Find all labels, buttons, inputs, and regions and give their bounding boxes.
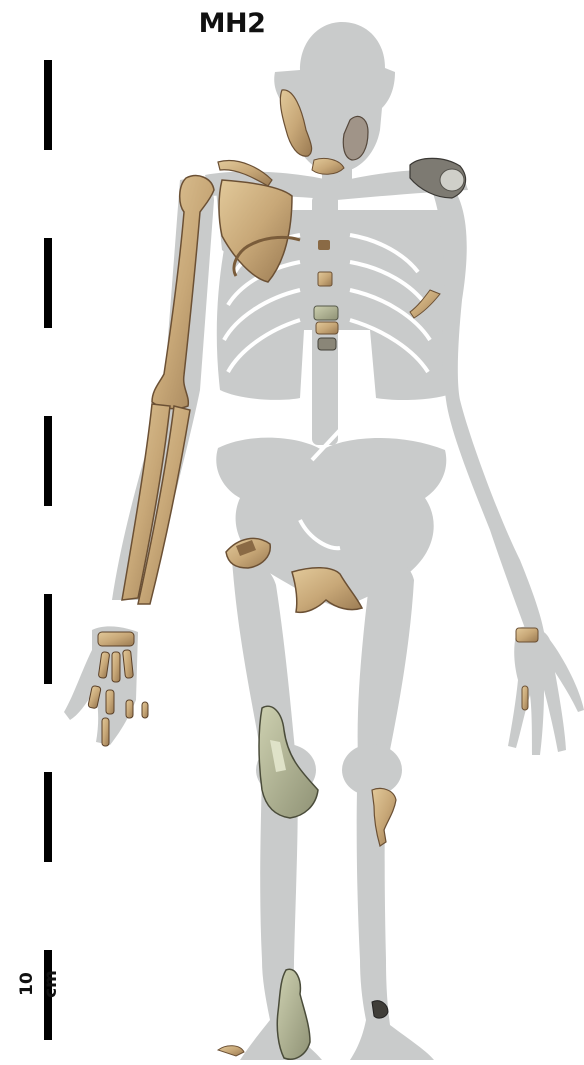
right-hand-silhouette bbox=[508, 627, 584, 756]
scale-bar bbox=[44, 60, 52, 1040]
right-arm-silhouette bbox=[430, 178, 544, 636]
scale-bar-segment bbox=[44, 416, 52, 506]
left-foot-bone bbox=[277, 969, 310, 1059]
scale-bar-label: 10 cm bbox=[15, 959, 39, 1009]
scale-bar-segment bbox=[44, 594, 52, 684]
vertebra-bone bbox=[318, 240, 330, 250]
scale-bar-segment bbox=[44, 772, 52, 862]
left-carpal-bone bbox=[98, 632, 134, 646]
scale-bar-segment bbox=[44, 60, 52, 150]
right-carpal-bone bbox=[516, 628, 538, 642]
scale-bar-segment bbox=[44, 238, 52, 328]
